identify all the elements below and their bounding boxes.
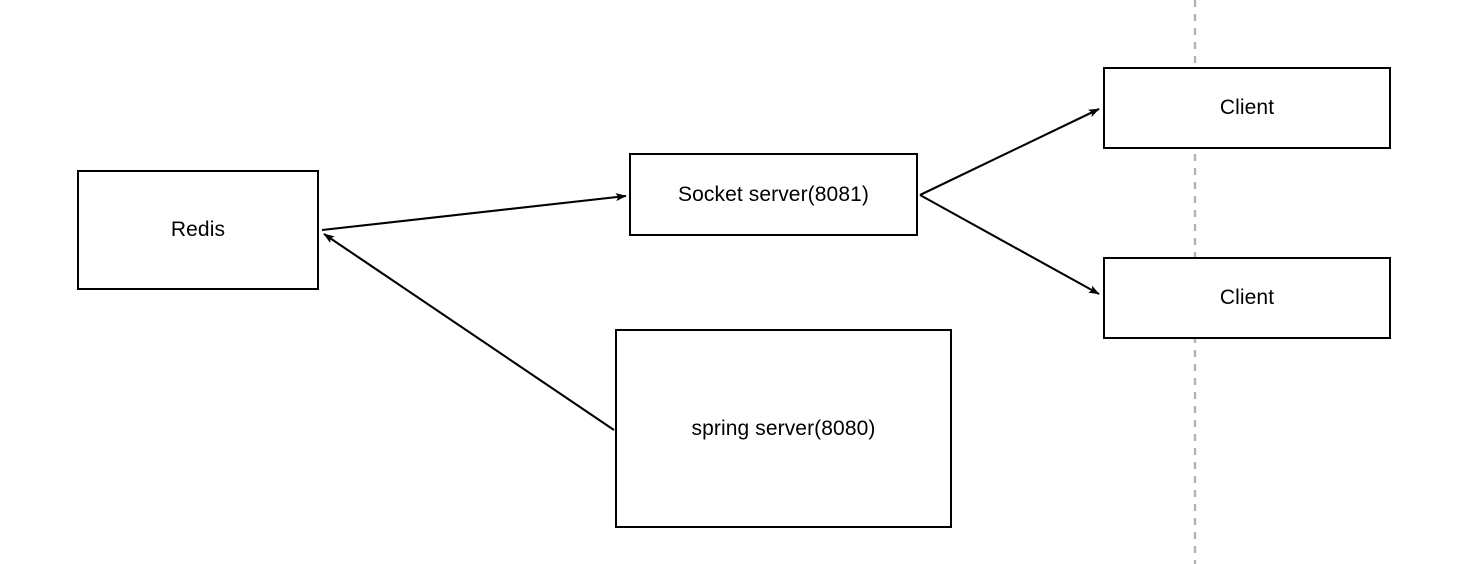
edge-socket-server-to-client-2 — [919, 194, 1100, 295]
edge-redis-to-socket-server — [321, 193, 627, 232]
node-client-2[interactable]: Client — [1103, 257, 1391, 339]
edge-socket-server-to-client-1 — [919, 108, 1100, 196]
node-spring-server-label: spring server(8080) — [691, 416, 876, 440]
node-redis-label: Redis — [170, 218, 226, 242]
node-redis[interactable]: Redis — [77, 170, 319, 290]
node-spring-server[interactable]: spring server(8080) — [615, 329, 952, 528]
node-client-1[interactable]: Client — [1103, 67, 1391, 149]
node-socket-server[interactable]: Socket server(8081) — [629, 153, 918, 236]
node-socket-server-label: Socket server(8081) — [678, 182, 869, 206]
node-client-2-label: Client — [1219, 286, 1275, 310]
edge-spring-server-to-redis — [323, 233, 615, 431]
node-client-1-label: Client — [1219, 96, 1275, 120]
